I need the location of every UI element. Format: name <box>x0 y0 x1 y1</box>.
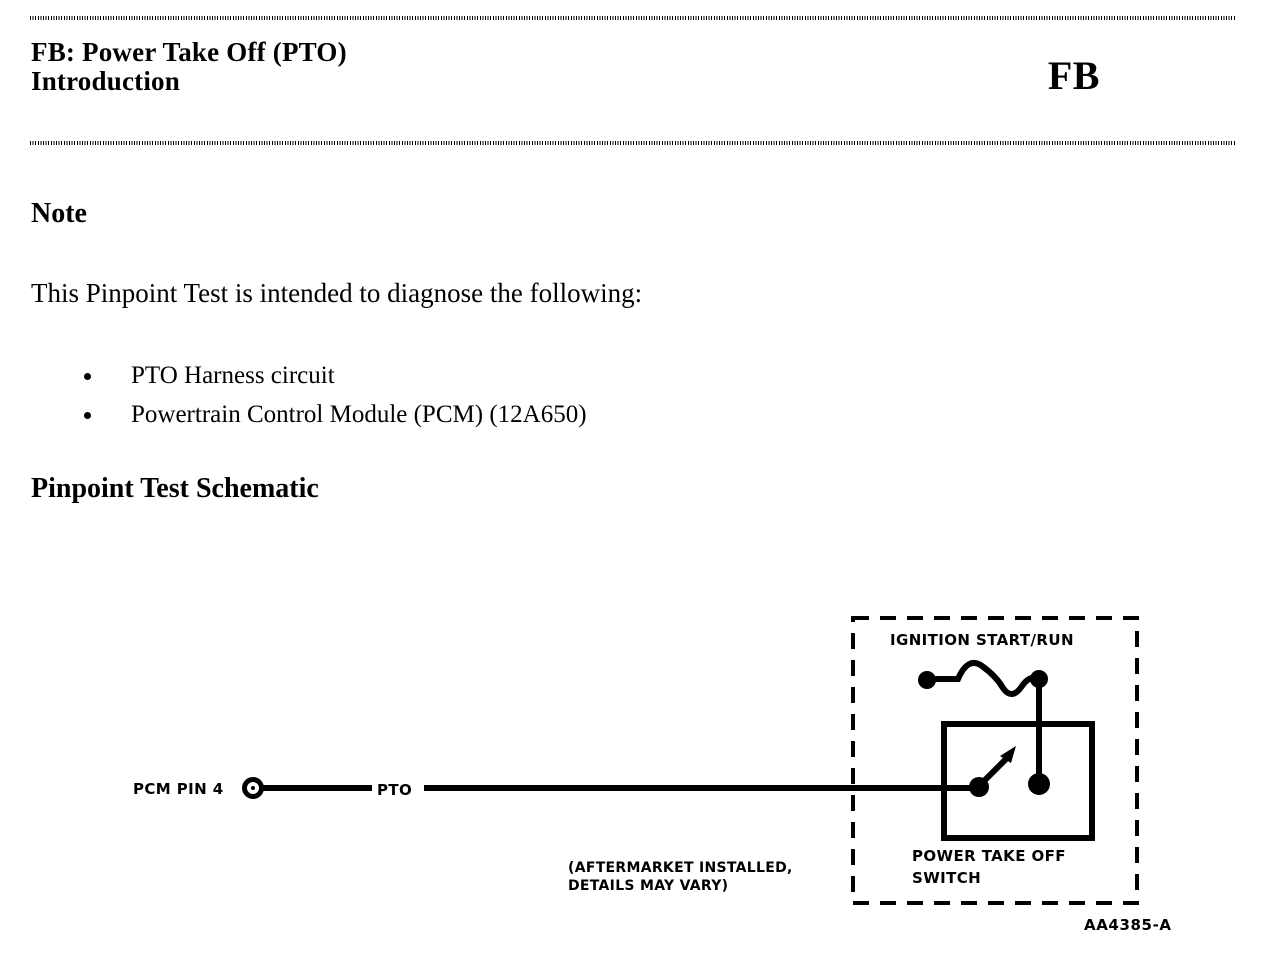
list-item: Powertrain Control Module (PCM) (12A650) <box>31 395 587 434</box>
schematic-heading: Pinpoint Test Schematic <box>31 473 319 504</box>
fuse-squiggle-icon <box>933 660 1040 697</box>
schematic-svg: PCM PIN 4 PTO (AFTERMARKET INSTALLED, DE… <box>133 616 1172 934</box>
list-item-label: Powertrain Control Module (PCM) (12A650) <box>131 401 587 428</box>
ignition-source-label: IGNITION START/RUN <box>890 631 1074 649</box>
header-rule-top <box>30 16 1235 20</box>
diagnose-list: PTO Harness circuit Powertrain Control M… <box>31 356 587 434</box>
aftermarket-note-line-2: DETAILS MAY VARY) <box>568 878 728 894</box>
page-title-line-1: FB: Power Take Off (PTO) <box>31 37 347 67</box>
pto-wire-label: PTO <box>377 781 412 799</box>
pcm-pin-connector-icon <box>242 777 264 799</box>
switch-blade <box>977 755 1010 788</box>
pcm-pin-label: PCM PIN 4 <box>133 780 224 798</box>
switch-label-line-1: POWER TAKE OFF <box>912 847 1066 865</box>
list-item: PTO Harness circuit <box>31 356 587 395</box>
page-title-line-2: Introduction <box>31 65 180 96</box>
aftermarket-enclosure-dashed-box <box>851 616 1139 905</box>
aftermarket-note-line-1: (AFTERMARKET INSTALLED, <box>568 860 793 876</box>
switch-blade-arrow-icon <box>1000 746 1016 763</box>
header-rule-bottom <box>30 141 1235 145</box>
ignition-terminal-dot-left-icon <box>918 671 936 689</box>
switch-label-line-2: SWITCH <box>912 869 981 887</box>
pcm-pin-connector-center-icon <box>251 786 255 790</box>
bullet-icon <box>84 412 91 419</box>
figure-id-label: AA4385-A <box>1084 916 1172 934</box>
note-heading: Note <box>31 198 87 229</box>
power-take-off-switch-body <box>941 721 1095 841</box>
ignition-terminal-dot-right-icon <box>1030 670 1048 688</box>
switch-terminal-dot-right-icon <box>1028 773 1050 795</box>
page-title: FB: Power Take Off (PTO) Introduction <box>31 38 347 95</box>
list-item-label: PTO Harness circuit <box>131 362 335 389</box>
page-header: FB: Power Take Off (PTO) Introduction FB <box>0 0 1264 150</box>
bullet-icon <box>84 373 91 380</box>
pinpoint-test-schematic: PCM PIN 4 PTO (AFTERMARKET INSTALLED, DE… <box>0 560 1264 960</box>
intro-paragraph: This Pinpoint Test is intended to diagno… <box>31 278 643 308</box>
section-code-badge: FB <box>1047 53 1100 98</box>
